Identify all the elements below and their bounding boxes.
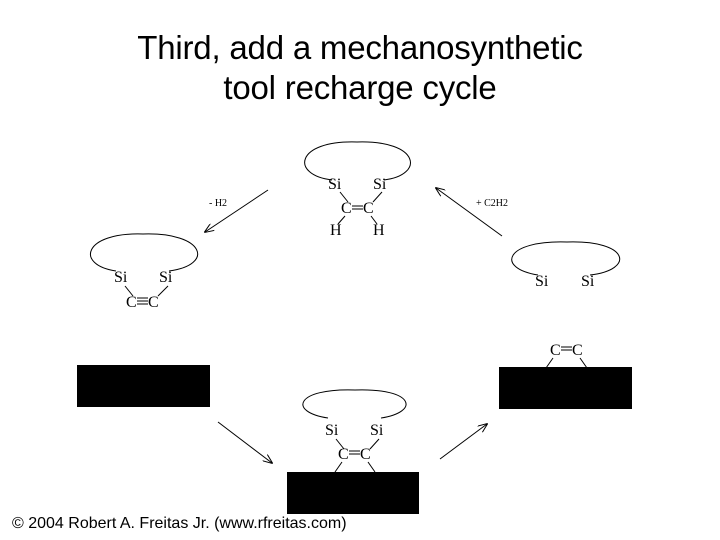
bond <box>335 438 345 450</box>
c-atom: C <box>338 446 349 463</box>
si-atom: Si <box>328 176 342 193</box>
plus-c2h2-label: + C2H2 <box>476 198 508 209</box>
tool-tip-loop <box>511 241 621 276</box>
slide-title-line-2: tool recharge cycle <box>223 69 497 106</box>
copyright-notice: © 2004 Robert A. Freitas Jr. (www.rfreit… <box>12 515 347 532</box>
bond <box>367 461 376 473</box>
tool-on-workpiece-bottom: Si Si C C <box>287 389 419 514</box>
si-atom: Si <box>373 176 387 193</box>
arrow-line <box>436 188 503 237</box>
tool-hydrogenated-top: Si Si C C H H <box>304 141 411 239</box>
workpiece-block-right <box>499 367 632 409</box>
si-atom: Si <box>370 422 384 439</box>
c-atom: C <box>148 294 159 311</box>
tool-tip-loop <box>304 141 411 181</box>
minus-h2-label: - H2 <box>209 198 227 209</box>
tool-empty-right: Si Si <box>511 241 621 290</box>
bond <box>337 215 346 225</box>
bond <box>370 215 378 225</box>
tool-tip-loop <box>302 389 407 419</box>
arrow-withdraw-tool <box>439 424 487 460</box>
arrow-add-c2h2: + C2H2 <box>436 188 508 237</box>
bond <box>339 191 349 203</box>
bond <box>579 357 588 369</box>
bond <box>369 438 380 450</box>
bond <box>157 285 169 297</box>
tool-tip-loop <box>89 233 199 272</box>
bond <box>334 461 343 473</box>
si-atom: Si <box>114 269 128 286</box>
si-atom: Si <box>159 269 173 286</box>
si-atom: Si <box>535 273 549 290</box>
arrow-approach-workpiece <box>217 421 272 463</box>
arrow-release-h2: - H2 <box>205 189 269 232</box>
bond <box>545 357 554 369</box>
arrow-line <box>205 189 269 232</box>
workpiece-block-left <box>77 365 210 407</box>
workpiece-right: C C <box>499 342 632 409</box>
h-atom: H <box>330 222 342 239</box>
tool-dimer-left: Si Si C C <box>89 233 199 311</box>
c-atom: C <box>360 446 371 463</box>
si-atom: Si <box>325 422 339 439</box>
slide-title-line-1: Third, add a mechanosynthetic <box>137 29 583 66</box>
bond <box>124 285 134 297</box>
c-atom: C <box>572 342 583 359</box>
c-atom: C <box>341 200 352 217</box>
c-atom: C <box>126 294 137 311</box>
slide-title: Third, add a mechanosynthetic tool recha… <box>0 28 720 108</box>
bond <box>372 191 383 203</box>
h-atom: H <box>373 222 385 239</box>
si-atom: Si <box>581 273 595 290</box>
workpiece-block-bottom <box>287 472 419 514</box>
c-atom: C <box>363 200 374 217</box>
c-atom: C <box>550 342 561 359</box>
